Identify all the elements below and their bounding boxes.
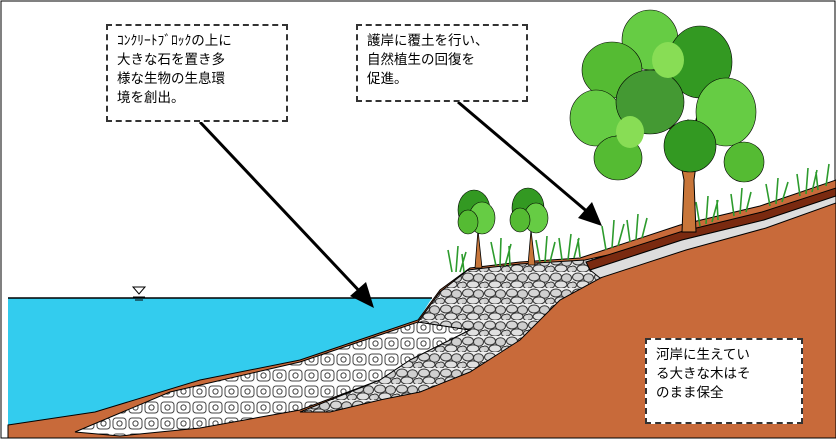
small-tree-right <box>509 187 549 266</box>
callout-line: 自然植生の回復を <box>367 52 475 68</box>
callout-line: 様な生物の生息環 <box>117 71 225 87</box>
callout-big-tree-note: 河岸に生えてい る大きな木はそ のまま保全 <box>645 338 803 424</box>
callout-line: 境を創出。 <box>117 90 185 106</box>
stone-rubble-layer <box>299 247 642 413</box>
bank-soil <box>7 179 836 439</box>
callout-line: る大きな木はそ <box>656 366 751 382</box>
callout-arrow-soil-cover <box>457 100 602 226</box>
water-level-marker-icon <box>131 286 147 301</box>
soil-cover-layer-grey <box>588 195 836 279</box>
callout-line: 河岸に生えてい <box>656 347 750 363</box>
river-water <box>8 298 432 425</box>
callout-line: 促進。 <box>367 71 408 87</box>
large-tree <box>569 9 765 233</box>
callout-line: ｺﾝｸﾘｰﾄﾌﾞﾛｯｸの上に <box>117 33 232 49</box>
callout-line: のまま保全 <box>656 385 724 401</box>
callout-concrete-block-note: ｺﾝｸﾘｰﾄﾌﾞﾛｯｸの上に 大きな石を置き多 様な生物の生息環 境を創出。 <box>106 24 288 122</box>
callout-line: 護岸に覆土を行い、 <box>367 33 489 49</box>
callout-arrow-concrete-block <box>198 120 374 308</box>
grass-vegetation <box>447 163 830 273</box>
callout-line: 大きな石を置き多 <box>117 52 225 68</box>
small-tree-left <box>457 189 496 269</box>
callout-soil-cover-note: 護岸に覆土を行い、 自然植生の回復を 促進。 <box>356 24 528 102</box>
